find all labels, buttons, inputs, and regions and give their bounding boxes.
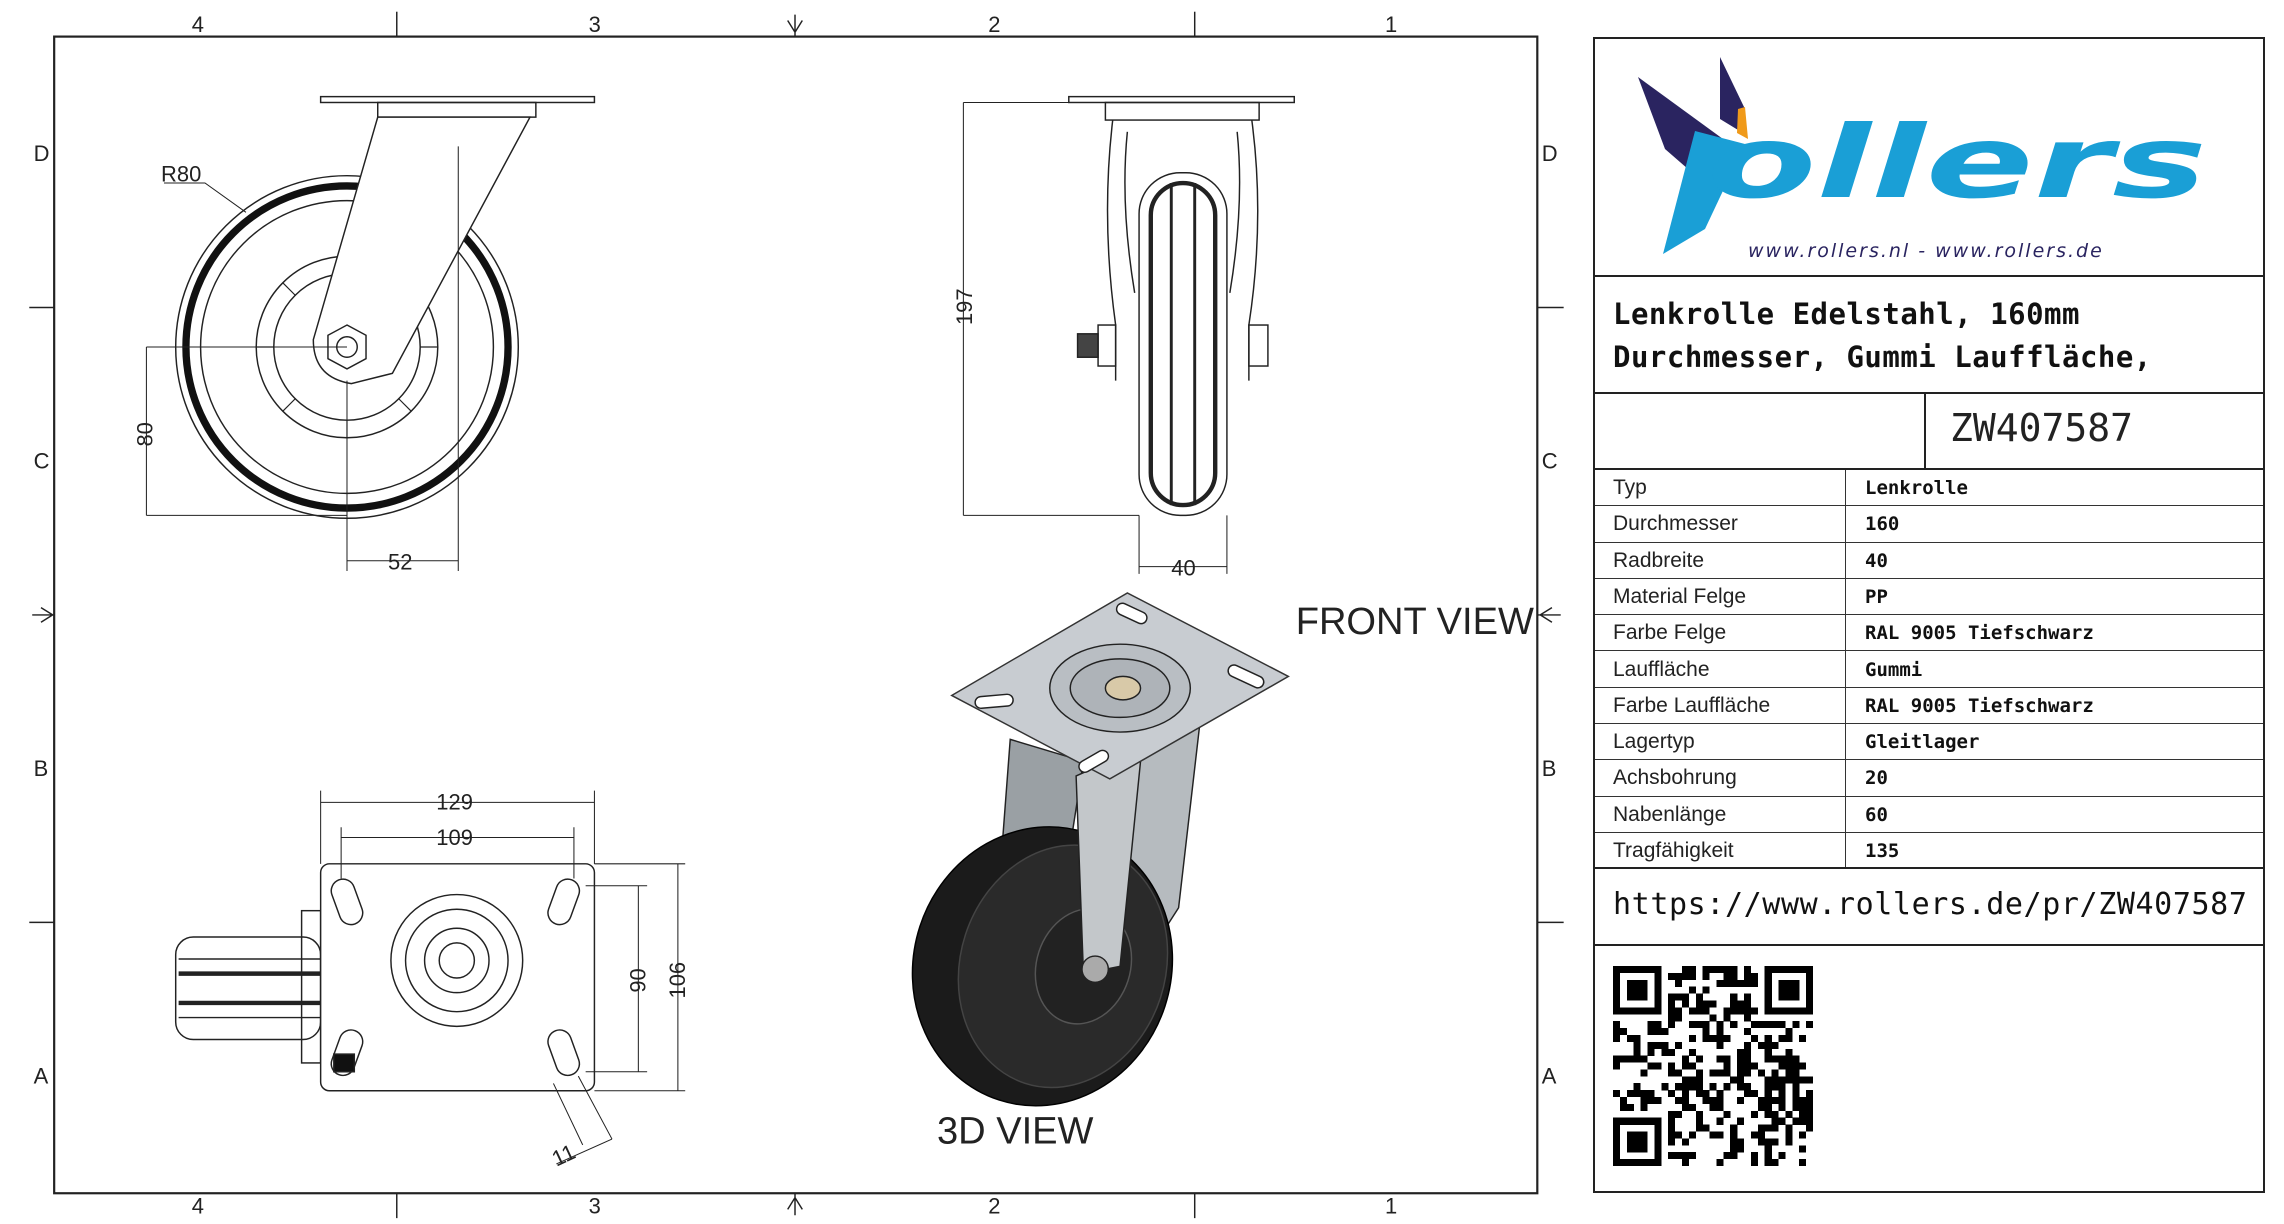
- 3d-view: [911, 592, 1290, 1107]
- spec-value: RAL 9005 Tiefschwarz: [1865, 694, 2094, 717]
- front-view-label: FRONT VIEW: [1296, 601, 1534, 643]
- row-label: D: [1542, 141, 1558, 166]
- column-label: 2: [988, 12, 1000, 37]
- row-label: B: [34, 756, 49, 781]
- spec-value: 40: [1865, 549, 1888, 572]
- row-label: A: [1542, 1063, 1557, 1088]
- dimension-plate-width: 106: [665, 962, 690, 999]
- row-label: B: [1542, 756, 1557, 781]
- row-label: C: [34, 449, 50, 474]
- spec-value: 135: [1865, 840, 1900, 862]
- spec-value: 160: [1865, 513, 1900, 536]
- dimension-hole-spacing-length: 109: [436, 825, 473, 850]
- column-label: 1: [1385, 1194, 1397, 1219]
- spec-value: 20: [1865, 767, 1888, 790]
- spec-row: Nabenlänge 60: [1595, 797, 2263, 833]
- title-block: ollers www.rollers.nl - www.rollers.de L…: [1593, 37, 2265, 1193]
- column-label: 2: [988, 1194, 1000, 1219]
- description-line: Lenkrolle Edelstahl, 160mm: [1613, 297, 2080, 331]
- spec-value: 60: [1865, 803, 1888, 826]
- logo-tagline: www.rollers.nl - www.rollers.de: [1748, 240, 2104, 262]
- spec-label: Typ: [1613, 476, 1647, 499]
- side-view: [145, 95, 596, 571]
- front-view: [962, 95, 1295, 574]
- spec-label: Material Felge: [1613, 584, 1747, 608]
- spec-label: Tragfähigkeit: [1613, 839, 1734, 862]
- dimension-side-offset: 52: [388, 550, 412, 575]
- row-label: A: [34, 1063, 49, 1088]
- spec-row: Lagertyp Gleitlager: [1595, 724, 2263, 761]
- spec-row: Lauffläche Gummi: [1595, 652, 2263, 688]
- 3d-view-label: 3D VIEW: [937, 1110, 1094, 1152]
- qr-section: [1595, 946, 2263, 1191]
- spec-label: Nabenlänge: [1613, 802, 1727, 826]
- spec-value: Lenkrolle: [1865, 477, 1968, 499]
- spec-value: Gummi: [1865, 658, 1923, 681]
- spec-row: Achsbohrung 20: [1595, 760, 2263, 797]
- spec-row: Tragfähigkeit 135: [1595, 833, 2263, 869]
- qr-code: [1613, 966, 1813, 1166]
- spec-row: Typ Lenkrolle: [1595, 470, 2263, 507]
- spec-label: Radbreite: [1613, 548, 1705, 572]
- row-label: C: [1542, 449, 1558, 474]
- spec-value: RAL 9005 Tiefschwarz: [1865, 622, 2094, 645]
- spec-row: Farbe Lauffläche RAL 9005 Tiefschwarz: [1595, 688, 2263, 725]
- product-description: Lenkrolle Edelstahl, 160mm Durchmesser, …: [1595, 277, 2263, 394]
- spec-label: Lagertyp: [1613, 730, 1695, 754]
- dimension-radius: R80: [161, 162, 201, 187]
- dimension-front-height: 197: [952, 288, 977, 325]
- spec-value: Gleitlager: [1865, 731, 1980, 754]
- dimension-slot-width: 11: [548, 1139, 579, 1171]
- frame-ticks: [29, 11, 1564, 1219]
- article-number: ZW407587: [1950, 406, 2134, 450]
- row-label: D: [34, 141, 50, 166]
- description-line: Durchmesser, Gummi Lauffläche,: [1613, 340, 2152, 374]
- spec-label: Lauffläche: [1613, 657, 1710, 681]
- dimension-hole-spacing-width: 90: [626, 968, 651, 992]
- svg-text:ollers: ollers: [1707, 104, 2207, 221]
- spec-label: Farbe Lauffläche: [1613, 693, 1771, 717]
- logo-section: ollers www.rollers.nl - www.rollers.de: [1595, 39, 2263, 277]
- dimension-plate-length: 129: [436, 790, 473, 815]
- column-label: 4: [192, 12, 204, 37]
- column-label: 4: [192, 1194, 204, 1219]
- spec-row: Radbreite 40: [1595, 543, 2263, 579]
- column-label: 1: [1385, 12, 1397, 37]
- spec-label: Durchmesser: [1613, 512, 1738, 536]
- dimension-side-height: 80: [132, 422, 157, 446]
- dimension-front-width: 40: [1171, 555, 1195, 580]
- product-url[interactable]: https://www.rollers.de/pr/ZW407587: [1595, 869, 2263, 946]
- spec-row: Farbe Felge RAL 9005 Tiefschwarz: [1595, 615, 2263, 652]
- spec-row: Material Felge PP: [1595, 579, 2263, 616]
- spec-row: Durchmesser 160: [1595, 506, 2263, 543]
- column-label: 3: [589, 1194, 601, 1219]
- column-label: 3: [589, 12, 601, 37]
- rollers-logo: ollers www.rollers.nl - www.rollers.de: [1638, 57, 2207, 262]
- bottom-view: [174, 790, 686, 1165]
- article-number-section: ZW407587: [1595, 394, 2263, 470]
- spec-value: PP: [1865, 585, 1888, 608]
- spec-label: Farbe Felge: [1613, 621, 1727, 645]
- spec-label: Achsbohrung: [1613, 766, 1737, 790]
